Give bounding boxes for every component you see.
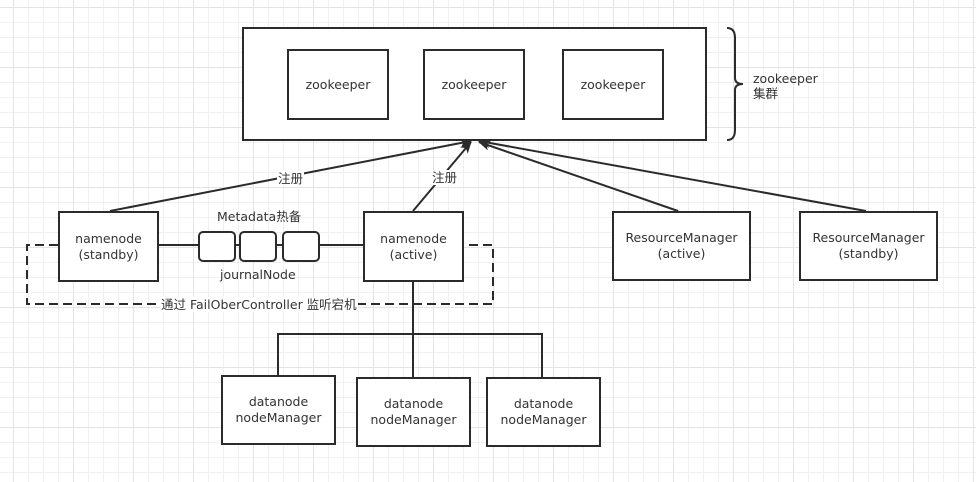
zookeeper-node-label: zookeeper (441, 76, 507, 92)
cluster-label-line1: zookeeper (753, 71, 818, 86)
journal-node-label: journalNode (220, 267, 296, 282)
namenode-standby[interactable]: namenode(standby) (58, 211, 159, 282)
datanode-line2: nodeManager (235, 410, 322, 425)
rm-standby-line1: ResourceManager (812, 230, 925, 245)
datanode-line2: nodeManager (370, 412, 457, 427)
register-label-active: 注册 (431, 170, 459, 185)
datanode-line2: nodeManager (500, 412, 587, 427)
zookeeper-node[interactable]: zookeeper (562, 49, 664, 120)
metadata-hot-backup-label: Metadata热备 (217, 209, 302, 224)
datanode-line1: datanode (248, 394, 309, 409)
namenode-active-line1: namenode (380, 230, 447, 246)
arrow-rm-standby-to-zookeeper (478, 138, 867, 212)
namenode-standby-line2: (standby) (78, 246, 139, 262)
datanode-line1: datanode (513, 396, 574, 411)
zookeeper-node[interactable]: zookeeper (423, 49, 525, 120)
cluster-label-line2: 集群 (753, 86, 779, 101)
rm-standby-line2: (standby) (838, 246, 899, 261)
zookeeper-node[interactable]: zookeeper (287, 49, 389, 120)
journal-node[interactable] (239, 231, 277, 262)
register-label-standby: 注册 (277, 171, 305, 186)
failover-label: 通过 FailOberController 监听宕机 (160, 297, 358, 312)
datanode-branch (277, 333, 543, 377)
rm-active-line2: (active) (657, 246, 706, 261)
resource-manager-active[interactable]: ResourceManager(active) (612, 211, 751, 281)
namenode-active[interactable]: namenode(active) (363, 211, 464, 282)
cluster-brace (726, 27, 744, 141)
journal-node[interactable] (282, 231, 320, 262)
resource-manager-standby[interactable]: ResourceManager(standby) (799, 211, 938, 281)
zookeeper-node-label: zookeeper (580, 76, 646, 92)
rm-active-line1: ResourceManager (625, 230, 738, 245)
cluster-brace-label: zookeeper 集群 (753, 71, 818, 101)
namenode-active-line2: (active) (389, 246, 438, 262)
journal-node[interactable] (198, 231, 236, 262)
namenode-standby-line1: namenode (75, 230, 142, 246)
zookeeper-node-label: zookeeper (305, 76, 371, 92)
datanode-line1: datanode (383, 396, 444, 411)
arrow-rm-active-to-zookeeper (478, 140, 679, 212)
